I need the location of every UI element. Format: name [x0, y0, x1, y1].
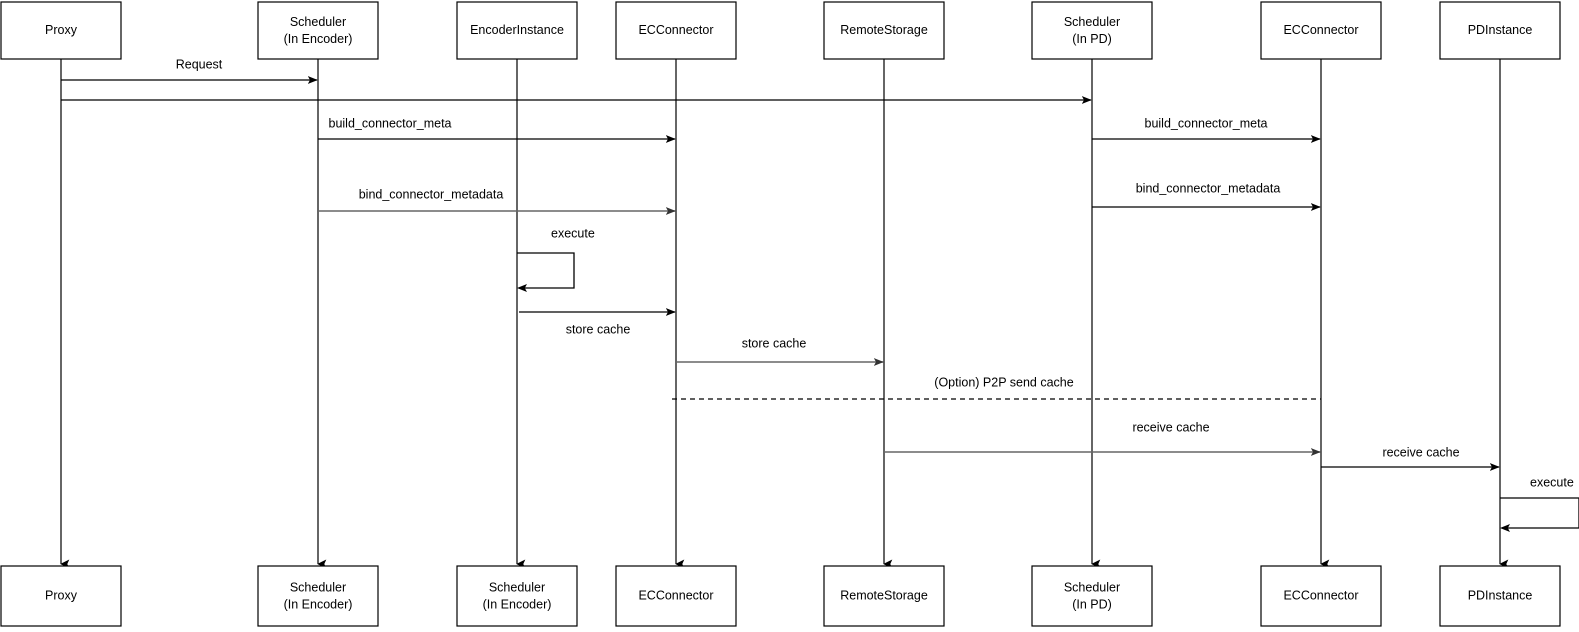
- message-build-connector-meta-encoder[interactable]: build_connector_meta: [318, 116, 676, 143]
- participant-box-top-scheduler-in-encoder[interactable]: Scheduler (In Encoder): [257, 1, 379, 60]
- participant-box-rect: [456, 1, 578, 60]
- message-label: (Option) P2P send cache: [934, 375, 1073, 389]
- participant-box-bottom-encoder-instance[interactable]: Scheduler (In Encoder): [456, 565, 578, 627]
- participant-box-rect: [1260, 565, 1382, 627]
- participant-label-line2: (In PD): [1072, 32, 1112, 46]
- message-store-cache-connector-to-storage[interactable]: store cache: [676, 336, 884, 366]
- message-label: store cache: [566, 322, 631, 336]
- participant-box-rect: [0, 1, 122, 60]
- self-message-execute-pd[interactable]: execute: [1500, 475, 1579, 532]
- participant-label-line1: Scheduler: [290, 15, 346, 29]
- participant-label-line2: (In PD): [1072, 597, 1112, 611]
- message-label: bind_connector_metadata: [359, 187, 504, 201]
- messages-layer: Request build_connector_meta build_connect…: [61, 57, 1500, 471]
- participant-label-line1: ECConnector: [638, 588, 713, 602]
- participant-label-line1: Proxy: [45, 588, 78, 602]
- message-label: Request: [176, 57, 223, 71]
- participant-box-top-encoder-instance[interactable]: EncoderInstance: [456, 1, 578, 60]
- participant-box-bottom-proxy[interactable]: Proxy: [0, 565, 122, 627]
- participant-label-line1: Proxy: [45, 23, 78, 37]
- message-label: bind_connector_metadata: [1136, 181, 1281, 195]
- self-message-execute-encoder[interactable]: execute: [517, 226, 595, 292]
- participant-label-line1: ECConnector: [1283, 23, 1358, 37]
- participant-label-line1: RemoteStorage: [840, 23, 928, 37]
- participant-box-top-scheduler-in-pd[interactable]: Scheduler (In PD): [1031, 1, 1153, 60]
- top-participant-boxes: Proxy Scheduler (In Encoder) EncoderInstanc…: [0, 1, 1561, 60]
- participant-box-bottom-pd-instance[interactable]: PDInstance: [1439, 565, 1561, 627]
- participant-box-top-pd-instance[interactable]: PDInstance: [1439, 1, 1561, 60]
- participant-box-top-ec-connector-pd[interactable]: ECConnector: [1260, 1, 1382, 60]
- message-label: store cache: [742, 336, 807, 350]
- self-message-label: execute: [551, 226, 595, 240]
- participant-box-bottom-scheduler-in-encoder[interactable]: Scheduler (In Encoder): [257, 565, 379, 627]
- message-p2p-send-cache[interactable]: (Option) P2P send cache: [672, 375, 1321, 400]
- message-store-cache-encoder-to-connector[interactable]: store cache: [519, 308, 676, 336]
- participant-label-line2: (In Encoder): [483, 597, 552, 611]
- participant-label-line1: Scheduler: [1064, 15, 1120, 29]
- participant-box-rect: [456, 565, 578, 627]
- participant-box-bottom-ec-connector-encoder[interactable]: ECConnector: [615, 565, 737, 627]
- lifelines-layer: [60, 59, 1509, 569]
- message-receive-cache-connector-to-pd[interactable]: receive cache: [1321, 445, 1500, 471]
- participant-label-line1: ECConnector: [638, 23, 713, 37]
- message-request[interactable]: Request: [61, 57, 318, 84]
- self-message-path: [1500, 497, 1579, 529]
- participant-box-rect: [257, 565, 379, 627]
- participant-box-rect: [615, 1, 737, 60]
- participant-box-rect: [1439, 1, 1561, 60]
- participant-box-rect: [823, 1, 945, 60]
- message-bind-connector-metadata-encoder[interactable]: bind_connector_metadata: [318, 187, 676, 215]
- participant-label-line2: (In Encoder): [284, 32, 353, 46]
- participant-label-line1: Scheduler: [489, 580, 545, 594]
- participant-box-top-ec-connector-encoder[interactable]: ECConnector: [615, 1, 737, 60]
- participant-box-bottom-ec-connector-pd[interactable]: ECConnector: [1260, 565, 1382, 627]
- participant-box-rect: [1260, 1, 1382, 60]
- message-label: receive cache: [1132, 420, 1209, 434]
- message-build-connector-meta-pd[interactable]: build_connector_meta: [1092, 116, 1321, 143]
- participant-box-rect: [257, 1, 379, 60]
- participant-box-top-remote-storage[interactable]: RemoteStorage: [823, 1, 945, 60]
- self-message-path: [517, 252, 575, 289]
- message-label: build_connector_meta: [329, 116, 452, 130]
- participant-label-line1: PDInstance: [1468, 588, 1533, 602]
- participant-box-rect: [1031, 565, 1153, 627]
- self-message-arrowhead: [517, 284, 527, 292]
- self-message-label: execute: [1530, 475, 1574, 489]
- participant-box-rect: [1031, 1, 1153, 60]
- message-label: build_connector_meta: [1145, 116, 1268, 130]
- participant-box-rect: [1439, 565, 1561, 627]
- participant-box-bottom-scheduler-in-pd[interactable]: Scheduler (In PD): [1031, 565, 1153, 627]
- participant-box-rect: [615, 565, 737, 627]
- bottom-participant-boxes: Proxy Scheduler (In Encoder) Scheduler (In E…: [0, 565, 1561, 627]
- participant-box-bottom-remote-storage[interactable]: RemoteStorage: [823, 565, 945, 627]
- participant-box-rect: [0, 565, 122, 627]
- self-message-arrowhead: [1500, 524, 1510, 532]
- participant-label-line1: Scheduler: [290, 580, 346, 594]
- participant-label-line2: (In Encoder): [284, 597, 353, 611]
- message-receive-cache-storage-to-connector[interactable]: receive cache: [884, 420, 1321, 456]
- participant-box-top-proxy[interactable]: Proxy: [0, 1, 122, 60]
- message-bind-connector-metadata-pd[interactable]: bind_connector_metadata: [1092, 181, 1321, 211]
- participant-label-line1: EncoderInstance: [470, 23, 564, 37]
- participant-label-line1: PDInstance: [1468, 23, 1533, 37]
- self-messages-layer: execute execute: [517, 226, 1579, 532]
- participant-label-line1: RemoteStorage: [840, 588, 928, 602]
- participant-label-line1: ECConnector: [1283, 588, 1358, 602]
- participant-box-rect: [823, 565, 945, 627]
- participant-label-line1: Scheduler: [1064, 580, 1120, 594]
- message-label: receive cache: [1382, 445, 1459, 459]
